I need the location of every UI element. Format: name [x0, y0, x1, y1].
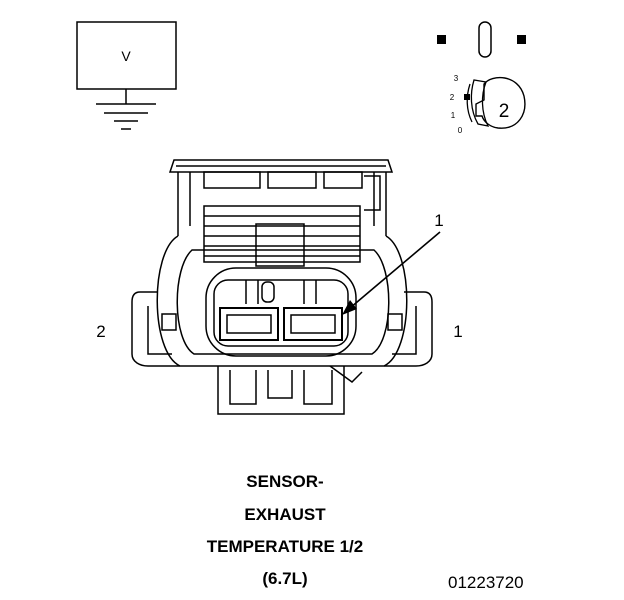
- pin-label-left: 2: [96, 322, 105, 341]
- scale-3: 3: [454, 74, 459, 83]
- scale-2: 2: [450, 93, 455, 102]
- voltmeter-label: V: [121, 48, 131, 64]
- callout-label: 1: [434, 211, 443, 230]
- connector-body: [131, 159, 433, 415]
- voltmeter-symbol: V: [76, 21, 177, 130]
- caption-line-4: (6.7L): [262, 569, 308, 588]
- part-number: 01223720: [448, 573, 524, 592]
- probe-icon: [437, 21, 526, 58]
- position-selector-icon: 3 2 1 0 2: [450, 74, 526, 135]
- selected-position: 2: [499, 101, 510, 122]
- caption-line-1: SENSOR-: [246, 472, 324, 491]
- caption-line-2: EXHAUST: [244, 505, 326, 524]
- scale-0: 0: [458, 126, 463, 135]
- callout-arrow: [342, 231, 441, 315]
- scale-1: 1: [451, 111, 456, 120]
- pin-label-right: 1: [453, 322, 462, 341]
- ground-icon: [96, 103, 156, 130]
- caption-line-3: TEMPERATURE 1/2: [206, 537, 364, 556]
